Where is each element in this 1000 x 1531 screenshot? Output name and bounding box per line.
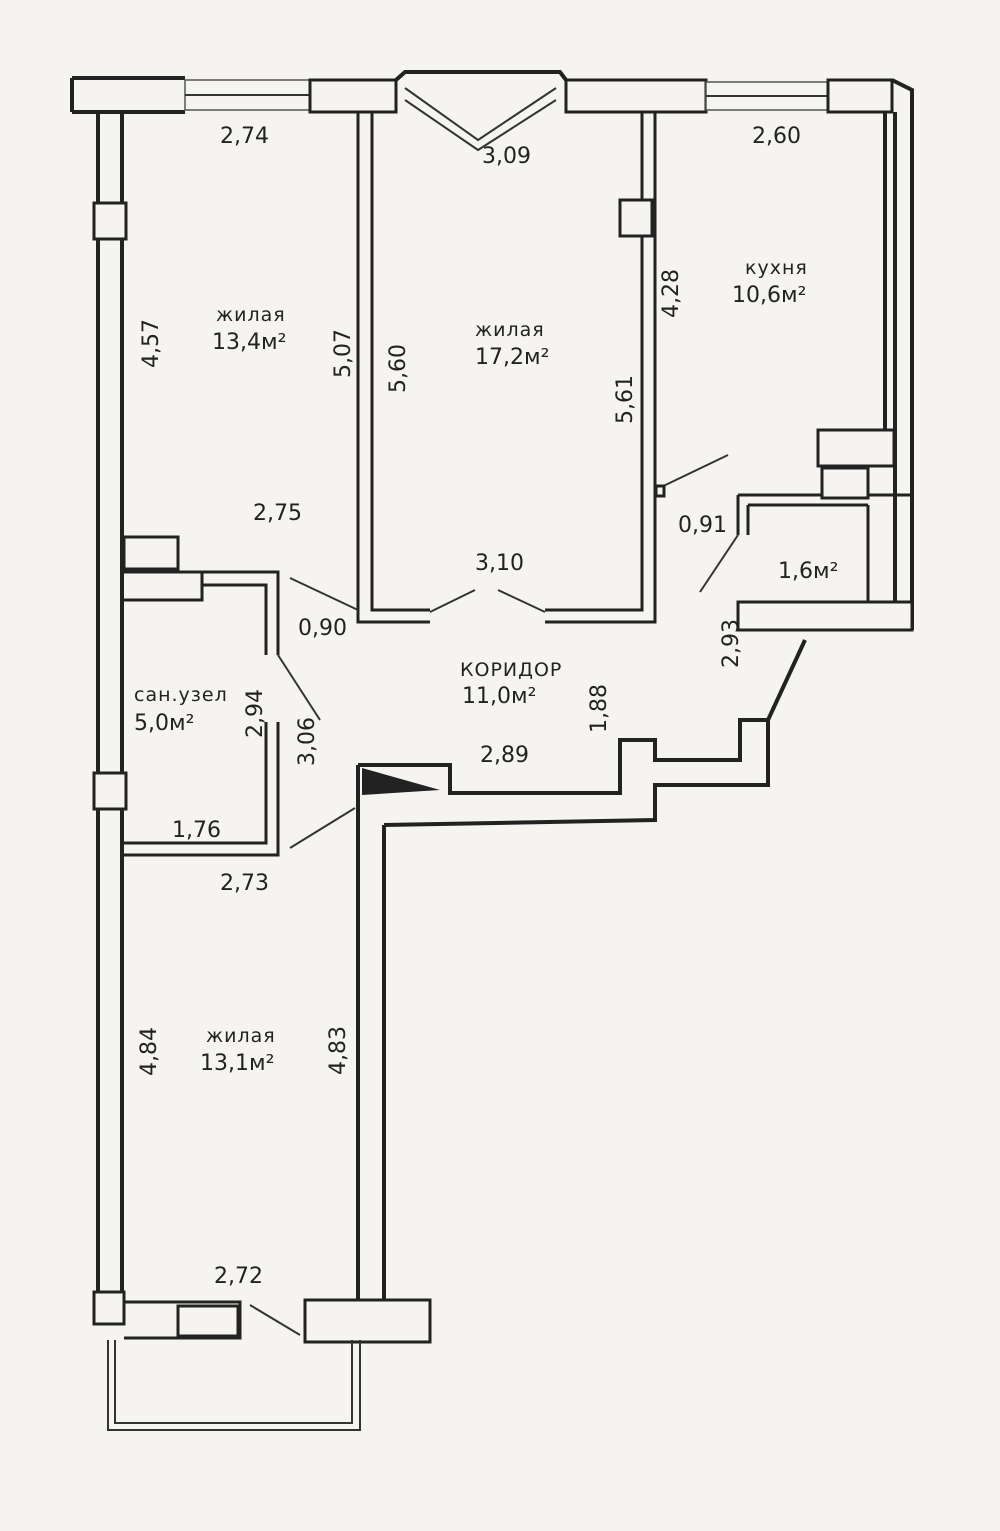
dim-2-94: 2,94 xyxy=(243,689,268,738)
dim-4-83: 4,83 xyxy=(326,1026,351,1075)
room-area-living-top-left: 13,4м² xyxy=(212,330,286,355)
dim-3-06: 3,06 xyxy=(295,717,320,766)
room-area-bathroom: 5,0м² xyxy=(134,711,194,736)
room-labels: жилая 13,4м² жилая 17,2м² кухня 10,6м² 1… xyxy=(134,257,838,1076)
room-area-living-bottom: 13,1м² xyxy=(200,1051,274,1076)
dim-2-75: 2,75 xyxy=(253,501,302,526)
room-area-storage: 1,6м² xyxy=(778,559,838,584)
dim-1-76: 1,76 xyxy=(172,818,221,843)
balcony-door-top xyxy=(404,87,557,152)
dim-0-90: 0,90 xyxy=(298,616,347,641)
dim-4-57: 4,57 xyxy=(139,319,164,368)
right-exterior-wall xyxy=(883,78,914,630)
dim-1-88: 1,88 xyxy=(587,684,612,733)
partition-walls xyxy=(107,112,914,1431)
dim-4-84: 4,84 xyxy=(137,1027,162,1076)
room-name-bathroom: сан.узел xyxy=(134,684,228,706)
dim-5-07: 5,07 xyxy=(331,329,356,378)
dim-2-60: 2,60 xyxy=(752,124,801,149)
dim-3-10: 3,10 xyxy=(475,551,524,576)
room-area-kitchen: 10,6м² xyxy=(732,283,806,308)
room-name-living-top-left: жилая xyxy=(216,304,286,326)
dimension-labels: 2,74 3,09 2,60 4,57 5,07 5,60 5,61 4,28 … xyxy=(137,124,801,1289)
room-area-corridor: 11,0м² xyxy=(462,684,536,709)
room-name-corridor: КОРИДОР xyxy=(460,659,562,681)
left-exterior-wall xyxy=(92,112,128,1326)
dim-2-74: 2,74 xyxy=(220,124,269,149)
dim-2-93: 2,93 xyxy=(719,619,744,668)
dim-3-09: 3,09 xyxy=(482,144,531,169)
dim-0-91: 0,91 xyxy=(678,513,727,538)
dim-5-61: 5,61 xyxy=(613,375,638,424)
dim-2-73: 2,73 xyxy=(220,871,269,896)
dim-4-28: 4,28 xyxy=(659,269,684,318)
dim-5-60: 5,60 xyxy=(386,344,411,393)
dim-2-89: 2,89 xyxy=(480,743,529,768)
room-name-living-center: жилая xyxy=(475,319,545,341)
room-name-living-bottom: жилая xyxy=(206,1025,276,1047)
room-area-living-center: 17,2м² xyxy=(475,345,549,370)
top-exterior-wall xyxy=(70,70,894,114)
dim-2-72: 2,72 xyxy=(214,1264,263,1289)
room-name-kitchen: кухня xyxy=(745,257,808,279)
